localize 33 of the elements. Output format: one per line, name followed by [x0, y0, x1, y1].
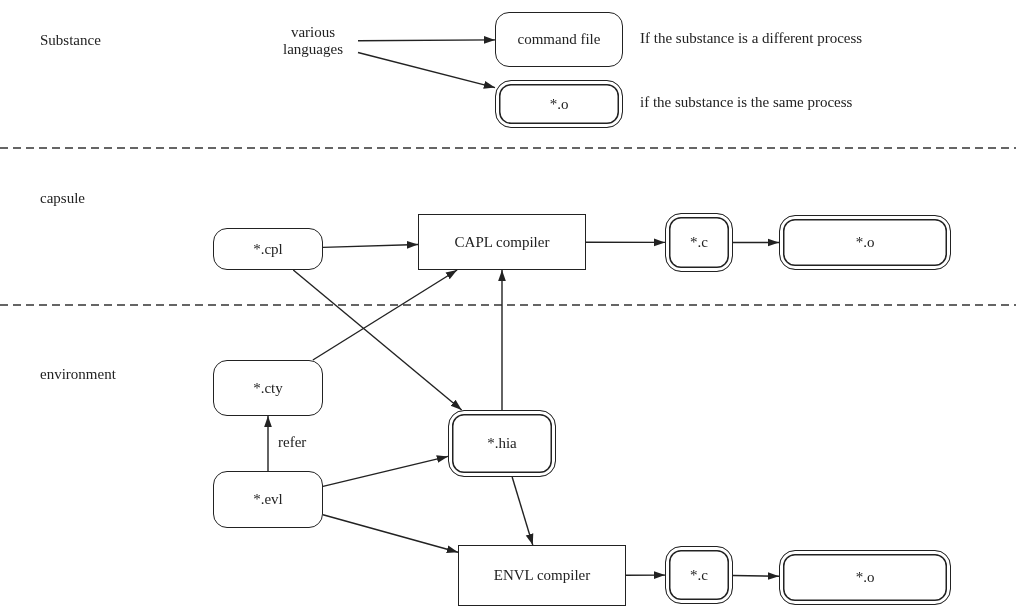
arrow: [625, 571, 666, 580]
file-box: *.hia: [448, 410, 556, 477]
section-label: Substance: [40, 32, 101, 49]
arrow: [732, 572, 780, 580]
process-box: ENVL compiler: [458, 545, 626, 606]
annotation-text: if the substance is the same process: [640, 94, 853, 111]
file-box: *.o: [495, 80, 623, 128]
annotation-text: If the substance is a different process: [640, 29, 863, 47]
file-box: command file: [495, 12, 623, 67]
arrow: [264, 415, 272, 472]
edge-label: refer: [276, 433, 309, 450]
arrow: [312, 269, 458, 361]
arrow: [322, 514, 459, 553]
arrow: [292, 269, 463, 411]
section-label: capsule: [40, 190, 85, 207]
arrow: [498, 269, 506, 411]
arrow: [322, 240, 419, 249]
arrow: [511, 476, 534, 546]
node-text: various languages: [268, 18, 358, 64]
arrow: [585, 238, 666, 247]
section-label: environment: [40, 366, 116, 383]
process-box: CAPL compiler: [418, 214, 586, 270]
arrow: [357, 36, 496, 44]
file-box: *.o: [779, 215, 951, 270]
file-box: *.evl: [213, 471, 323, 528]
file-box: *.c: [665, 546, 733, 604]
file-box: *.cpl: [213, 228, 323, 270]
arrow: [357, 51, 496, 89]
file-box: *.o: [779, 550, 951, 605]
file-box: *.cty: [213, 360, 323, 416]
arrow: [732, 238, 780, 247]
arrow: [322, 455, 449, 488]
file-box: *.c: [665, 213, 733, 272]
